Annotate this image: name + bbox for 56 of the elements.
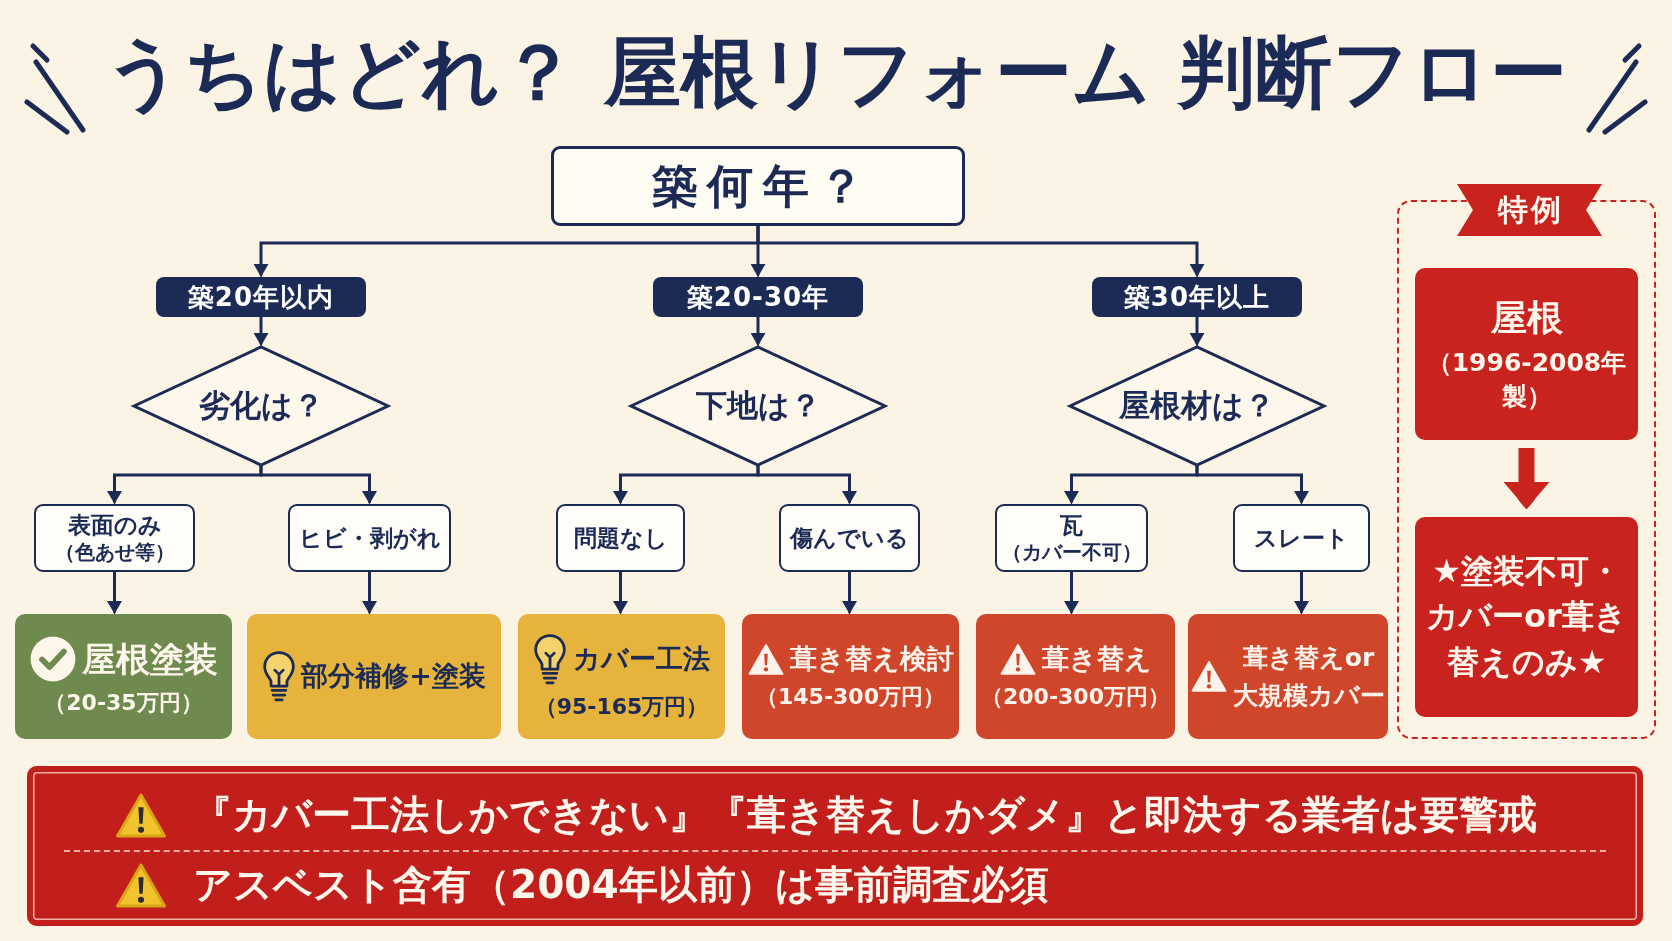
question-text: 劣化は？ <box>198 387 324 425</box>
result-title: 葺き替えor大規模カバー <box>1232 642 1385 712</box>
price-range: （20-35万円） <box>44 690 203 717</box>
arrow <box>750 317 766 346</box>
option-box <box>995 504 1148 572</box>
arrow <box>259 466 377 504</box>
option-box: ヒビ・剥がれ <box>288 504 451 572</box>
arrow <box>1064 572 1079 614</box>
category-tag: 築20年以内 <box>156 277 366 317</box>
result-box <box>1188 614 1388 739</box>
highlight-note: （1996-2008年製） <box>1425 346 1628 413</box>
price-range: （200-300万円） <box>981 683 1170 711</box>
option-box <box>34 504 195 572</box>
arrow <box>1294 572 1309 614</box>
arrow <box>362 572 377 614</box>
price-range: （145-300万円） <box>756 683 945 711</box>
arrow <box>842 572 857 614</box>
highlight-box <box>1415 268 1638 440</box>
warning-text: アスベスト含有（2004年以前）は事前調査必須 <box>193 861 1049 909</box>
result-box <box>518 614 725 739</box>
option-note: （カバー不可） <box>1001 539 1142 565</box>
category-tag: 築20-30年 <box>653 277 863 317</box>
warning-banner <box>27 766 1643 926</box>
arrow <box>1195 466 1309 504</box>
option-box: 傷んでいる <box>779 504 920 572</box>
option-text: 表面のみ <box>67 511 162 540</box>
result-title: 葺き替え <box>1041 643 1152 676</box>
question-box: 築何年？ <box>551 146 965 226</box>
arrow <box>1189 317 1205 346</box>
price-range: （95-165万円） <box>534 693 709 721</box>
arrow <box>756 226 1205 277</box>
warning-text: 『カバー工法しかできない』『葺き替えしかダメ』と即決する業者は要警戒 <box>193 791 1537 839</box>
highlight-title: 屋根 <box>1490 295 1563 340</box>
ribbon-heading: 特例 <box>1457 184 1602 236</box>
option-text: 瓦 <box>1060 511 1083 540</box>
result-box <box>15 614 232 739</box>
arrow <box>613 572 628 614</box>
option-box: スレート <box>1233 504 1370 572</box>
question-text: 下地は？ <box>695 387 821 425</box>
arrow <box>756 466 857 504</box>
category-tag: 築30年以上 <box>1092 277 1302 317</box>
arrow <box>107 572 122 614</box>
question-text: 屋根材は？ <box>1119 387 1275 425</box>
block-arrow <box>1503 448 1550 509</box>
result-box <box>247 614 501 739</box>
arrow <box>253 317 269 346</box>
result-box <box>742 614 959 739</box>
option-note: （色あせ等） <box>54 539 175 565</box>
result-title: カバー工法 <box>573 643 710 676</box>
result-title: 葺き替え検討 <box>789 643 954 676</box>
option-box: 問題なし <box>556 504 685 572</box>
title: うちはどれ？ 屋根リフォーム 判断フロー <box>105 27 1567 119</box>
highlight-box: ★塗装不可・カバーor葺き替えのみ★ <box>1415 517 1638 717</box>
result-title: 屋根塗装 <box>81 638 218 680</box>
result-title: 部分補修+塗装 <box>301 659 486 694</box>
result-box <box>976 614 1175 739</box>
